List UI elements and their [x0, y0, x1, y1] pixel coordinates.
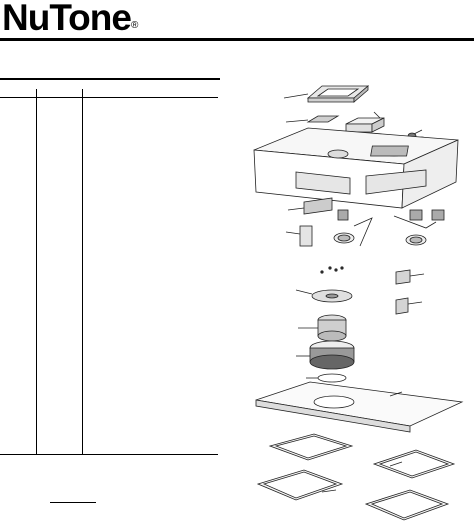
light-socket-left [303, 197, 355, 244]
table-cell-2 [36, 97, 84, 454]
brand-logo: NuTone® [2, 0, 138, 38]
trademark-symbol: ® [130, 20, 138, 31]
leader-line [407, 301, 423, 305]
capacitor [395, 269, 411, 315]
leader-line [287, 207, 305, 211]
parts-list-table [0, 89, 218, 454]
column-header-1 [0, 89, 37, 98]
bottom-panel [255, 381, 464, 433]
blower-wheel [309, 340, 355, 370]
retaining-ring [317, 373, 347, 383]
table-bottom-rule [0, 454, 218, 455]
table-top-rule [0, 78, 220, 80]
motor-plate [311, 289, 353, 303]
duct-connector [306, 85, 370, 103]
grease-filter-right-rear [372, 449, 456, 479]
table-cell-3 [83, 98, 218, 455]
leader-line [285, 119, 309, 123]
table-header-row [0, 89, 218, 98]
footnote-rule [50, 502, 96, 503]
wiring-box-cover [299, 225, 313, 247]
grease-filter-right-front [364, 489, 450, 521]
mounting-screws [320, 266, 344, 274]
leader-line [285, 231, 301, 235]
leader-line [413, 129, 423, 135]
light-socket-right [405, 209, 445, 246]
damper-plate [306, 115, 340, 123]
leader-line [409, 273, 425, 277]
table-body-row [0, 97, 218, 455]
header-rule [0, 38, 474, 41]
leader-line [283, 93, 309, 99]
range-hood-body [253, 127, 459, 209]
leader-line [353, 217, 373, 247]
leader-line [389, 461, 403, 467]
leader-line [321, 489, 337, 493]
leader-line [373, 111, 381, 119]
column-header-2 [36, 89, 84, 98]
exploded-parts-diagram [253, 85, 464, 521]
table-cell-1 [0, 97, 37, 454]
leader-line [295, 289, 313, 295]
brand-name: NuTone [2, 0, 132, 38]
motor [317, 314, 347, 342]
grease-filter-left-front [256, 469, 344, 501]
knockout-cover [345, 117, 385, 133]
leader-line [389, 391, 403, 397]
column-header-3 [82, 89, 218, 98]
grease-filter-left-rear [268, 433, 354, 461]
leader-line [393, 215, 437, 229]
